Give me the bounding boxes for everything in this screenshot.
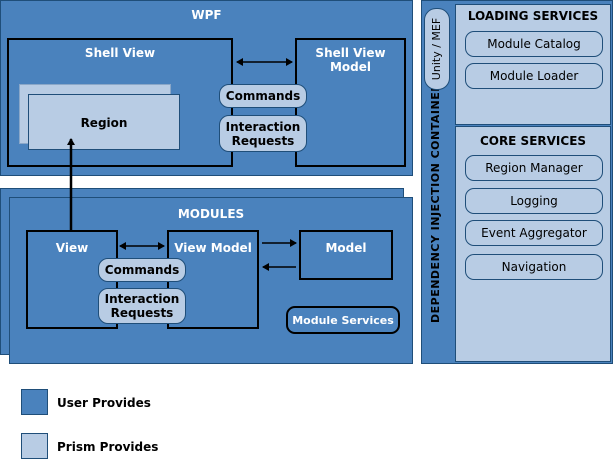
region-label: Region <box>80 116 128 130</box>
wpf-commands-pill: Commands <box>219 84 307 108</box>
core-item-logging: Logging <box>465 188 603 214</box>
core-services-title: CORE SERVICES <box>479 134 587 148</box>
legend-user-label: User Provides <box>57 396 151 410</box>
modules-title: MODULES <box>177 207 245 221</box>
loading-item-module-catalog: Module Catalog <box>465 31 603 57</box>
legend-prism-swatch <box>21 433 48 459</box>
module-services-box: Module Services <box>286 306 400 334</box>
view-label: View <box>55 241 89 255</box>
loading-services-title: LOADING SERVICES <box>467 9 599 23</box>
view-model-label: View Model <box>174 241 252 255</box>
modules-commands-pill: Commands <box>98 258 186 282</box>
unity-mef-pill <box>424 8 450 90</box>
model-box <box>299 230 393 280</box>
core-item-navigation: Navigation <box>465 254 603 280</box>
core-item-region-manager: Region Manager <box>465 155 603 181</box>
view-model-box <box>167 230 259 329</box>
di-container-title: DEPENDENCY INJECTION CONTAINER <box>429 82 442 323</box>
shell-view-model-box <box>295 38 406 167</box>
core-item-event-aggregator: Event Aggregator <box>465 220 603 246</box>
unity-mef-label: Unity / MEF <box>430 17 443 81</box>
legend-user-swatch <box>21 389 48 415</box>
region-box <box>28 94 180 150</box>
model-label: Model <box>325 241 367 255</box>
shell-view-label: Shell View <box>84 46 156 60</box>
wpf-title: WPF <box>191 8 222 22</box>
legend-prism-label: Prism Provides <box>57 440 159 454</box>
loading-item-module-loader: Module Loader <box>465 63 603 89</box>
wpf-interaction-requests-pill: Interaction Requests <box>219 115 307 152</box>
shell-view-model-label: Shell View Model <box>315 46 386 74</box>
modules-interaction-requests-pill: Interaction Requests <box>98 288 186 324</box>
